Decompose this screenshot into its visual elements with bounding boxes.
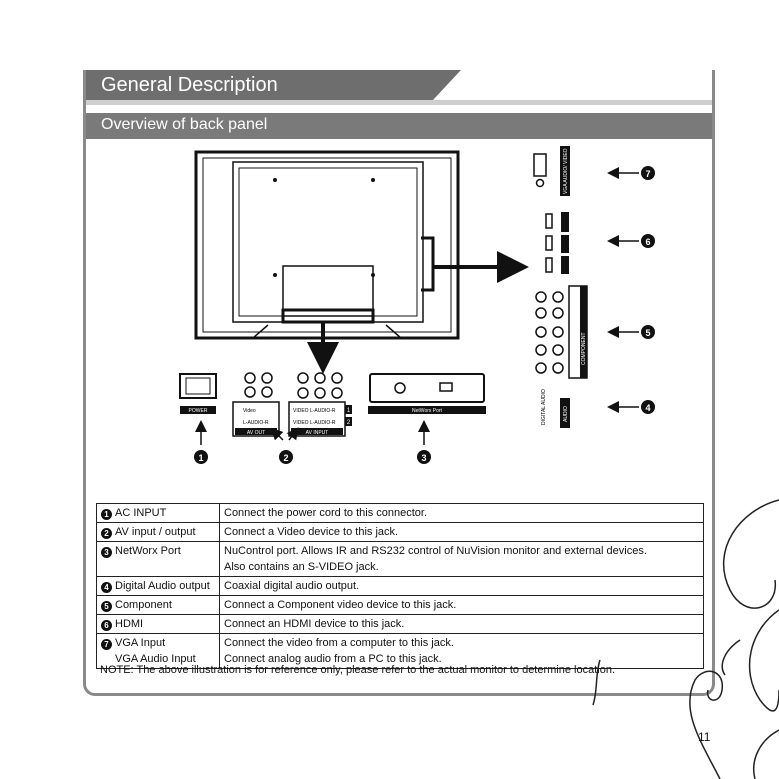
page-title: General Description [101, 74, 278, 96]
vga-label: VGA AUDIO/ VIDEO [563, 148, 569, 194]
number-badge: 7 [101, 639, 112, 650]
row-name-extra: VGA Audio Input [115, 653, 196, 665]
number-badge: 5 [101, 601, 112, 612]
power-connector: POWER [179, 373, 217, 414]
number-badge: 2 [101, 528, 112, 539]
component-label: COMPONENT [581, 333, 587, 366]
row-name: AV input / output [115, 526, 196, 538]
callout-1: 1 [194, 420, 208, 464]
row-name: Digital Audio output [115, 580, 210, 592]
av-out-label: AV OUT [247, 430, 265, 436]
callout-2: 2 [270, 427, 299, 464]
row-desc: Connect the power cord to this connector… [224, 507, 428, 519]
callout-4: 4 [607, 400, 655, 414]
row-name: NetWorx Port [115, 545, 181, 557]
title-rule [83, 100, 715, 105]
row-desc-extra: Connect analog audio from a PC to this j… [224, 653, 442, 665]
row-desc: Coaxial digital audio output. [224, 580, 360, 592]
av-out-audio-label: L-AUDIO-R [243, 420, 269, 426]
number-badge: 4 [101, 582, 112, 593]
av-in-row2-label: VIDEO L-AUDIO-R [293, 420, 336, 426]
row-name: Component [115, 599, 172, 611]
row-desc: Connect an HDMI device to this jack. [224, 618, 405, 630]
networx-label: NetWorx Port [412, 408, 443, 414]
decorative-swirl-ornament [592, 499, 779, 779]
hdmi-panel [545, 212, 569, 274]
row-desc: Connect a Component video device to this… [224, 599, 457, 611]
tv-back-illustration [194, 150, 460, 340]
row-desc: Connect a Video device to this jack. [224, 526, 399, 538]
av-out-video-label: Video [243, 408, 256, 414]
callout-5: 5 [607, 325, 655, 339]
back-panel-diagram: POWER Video L-AUDIO-R AV OUT VIDEO L-AUD… [179, 146, 655, 464]
networx-port: NetWorx Port [368, 373, 486, 414]
av-in-num1: 1 [347, 408, 351, 414]
row-name: HDMI [115, 618, 144, 630]
audio-label: AUDIO [563, 406, 569, 422]
number-badge: 6 [101, 620, 112, 631]
callout-6: 6 [607, 234, 655, 248]
row-desc: NuControl port. Allows IR and RS232 cont… [224, 545, 647, 557]
digital-audio-panel: DIGITAL AUDIO AUDIO [541, 389, 570, 428]
component-panel: COMPONENT [535, 285, 588, 379]
av-in-row1-label: VIDEO L-AUDIO-R [293, 408, 336, 414]
row-desc-extra: Also contains an S-VIDEO jack. [224, 561, 379, 573]
subtitle-bar [83, 113, 715, 139]
vga-panel: VGA AUDIO/ VIDEO [533, 146, 570, 196]
svg-text:2: 2 [283, 453, 288, 463]
av-out-connectors: Video L-AUDIO-R AV OUT [232, 372, 280, 437]
svg-text:6: 6 [645, 237, 650, 247]
title-bar-tail [433, 70, 461, 100]
page-number: 11 [698, 730, 711, 744]
title-bar [83, 70, 433, 100]
digital-audio-label: DIGITAL AUDIO [541, 389, 547, 425]
reference-note: NOTE: The above illustration is for refe… [100, 664, 616, 676]
number-badge: 1 [101, 509, 112, 520]
page-frame [83, 70, 715, 696]
row-name: VGA Input [115, 637, 166, 649]
svg-text:1: 1 [198, 453, 203, 463]
av-in-num2: 2 [347, 420, 351, 426]
callout-3: 3 [417, 420, 431, 464]
svg-text:5: 5 [645, 328, 650, 338]
av-in-label: AV INPUT [306, 430, 329, 436]
av-input-connectors: VIDEO L-AUDIO-R VIDEO L-AUDIO-R 1 2 AV I… [288, 372, 352, 437]
number-badge: 3 [101, 547, 112, 558]
callout-7: 7 [607, 166, 655, 180]
svg-text:3: 3 [421, 453, 426, 463]
row-desc: Connect the video from a computer to thi… [224, 637, 454, 649]
power-label: POWER [189, 408, 208, 414]
svg-text:7: 7 [645, 169, 650, 179]
section-title: Overview of back panel [101, 116, 268, 133]
row-name: AC INPUT [115, 507, 167, 519]
svg-text:4: 4 [645, 403, 650, 413]
